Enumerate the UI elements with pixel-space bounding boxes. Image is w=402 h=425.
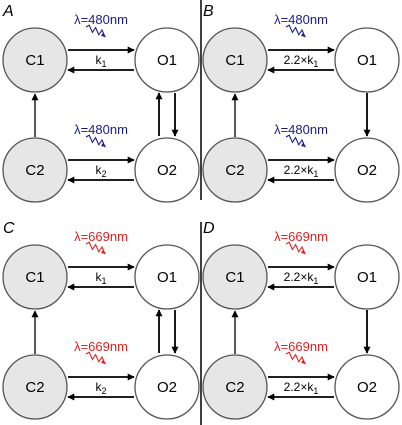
panel-letter: D [203, 220, 215, 237]
bottom-rate-label: 2.2×k1 [284, 380, 319, 396]
light-arrowhead-icon [101, 360, 106, 364]
state-o1-circle [334, 27, 400, 93]
state-c2-circle [202, 137, 268, 203]
state-o2-circle [334, 354, 400, 420]
light-zigzag-icon [85, 241, 106, 255]
state-c1-circle [2, 27, 68, 93]
rate-subscript: 1 [313, 169, 318, 179]
rate-subscript: 1 [313, 59, 318, 69]
light-zigzag-icon [285, 24, 306, 38]
top-wavelength-label: λ=669nm [74, 229, 128, 244]
state-o2-circle [334, 137, 400, 203]
state-c2-label: C2 [25, 162, 44, 179]
bottom-rate-label: k2 [95, 163, 106, 179]
state-o1-circle [334, 244, 400, 310]
rate-subscript: 1 [313, 276, 318, 286]
state-c1-label: C1 [225, 269, 244, 286]
light-arrowhead-icon [101, 33, 106, 37]
rate-subscript: 1 [101, 59, 106, 69]
state-c2-label: C2 [25, 379, 44, 396]
light-zigzag-icon [85, 134, 106, 148]
bottom-wavelength-label: λ=480nm [74, 122, 128, 137]
light-zigzag-icon [85, 351, 106, 365]
state-c2-circle [202, 354, 268, 420]
rate-subscript: 2 [101, 169, 106, 179]
rate-base: 2.2×k [284, 163, 315, 177]
top-rate-label: k1 [95, 270, 106, 286]
light-zigzag-icon [285, 351, 306, 365]
light-arrowhead-icon [301, 143, 306, 147]
rate-base: 2.2×k [284, 53, 315, 67]
state-o2-label: O2 [357, 379, 377, 396]
top-rate-label: 2.2×k1 [284, 53, 319, 69]
state-o1-label: O1 [357, 269, 377, 286]
state-o1-circle [134, 27, 200, 93]
top-wavelength-label: λ=480nm [74, 12, 128, 27]
state-c2-label: C2 [225, 379, 244, 396]
bottom-wavelength-label: λ=669nm [274, 339, 328, 354]
bottom-wavelength-label: λ=669nm [74, 339, 128, 354]
state-c1-label: C1 [25, 52, 44, 69]
light-arrowhead-icon [101, 250, 106, 254]
state-c2-circle [2, 354, 68, 420]
light-zigzag-icon [285, 134, 306, 148]
state-c2-label: C2 [225, 162, 244, 179]
state-o2-label: O2 [157, 162, 177, 179]
top-wavelength-label: λ=480nm [274, 12, 328, 27]
state-o2-label: O2 [157, 379, 177, 396]
state-c1-circle [202, 244, 268, 310]
top-rate-label: k1 [95, 53, 106, 69]
light-arrowhead-icon [301, 250, 306, 254]
state-o1-label: O1 [357, 52, 377, 69]
state-o2-label: O2 [357, 162, 377, 179]
light-arrowhead-icon [301, 33, 306, 37]
rate-base: k [95, 53, 102, 67]
rate-base: 2.2×k [284, 380, 315, 394]
state-c1-circle [202, 27, 268, 93]
state-c1-label: C1 [25, 269, 44, 286]
state-c2-circle [2, 137, 68, 203]
rate-base: k [95, 163, 102, 177]
light-arrowhead-icon [101, 143, 106, 147]
rate-subscript: 2 [101, 386, 106, 396]
rate-base: k [95, 270, 102, 284]
top-wavelength-label: λ=669nm [274, 229, 328, 244]
state-o2-circle [134, 137, 200, 203]
light-zigzag-icon [85, 24, 106, 38]
bottom-wavelength-label: λ=480nm [274, 122, 328, 137]
top-rate-label: 2.2×k1 [284, 270, 319, 286]
state-c1-label: C1 [225, 52, 244, 69]
bottom-rate-label: k2 [95, 380, 106, 396]
light-zigzag-icon [285, 241, 306, 255]
state-o1-label: O1 [157, 269, 177, 286]
panel-letter: B [203, 3, 214, 20]
bottom-rate-label: 2.2×k1 [284, 163, 319, 179]
rate-subscript: 1 [101, 276, 106, 286]
light-arrowhead-icon [301, 360, 306, 364]
rate-subscript: 1 [313, 386, 318, 396]
state-o1-label: O1 [157, 52, 177, 69]
rate-base: 2.2×k [284, 270, 315, 284]
panel-letter: A [2, 3, 14, 20]
rate-base: k [95, 380, 102, 394]
state-o2-circle [134, 354, 200, 420]
state-o1-circle [134, 244, 200, 310]
panel-letter: C [3, 220, 15, 237]
state-c1-circle [2, 244, 68, 310]
